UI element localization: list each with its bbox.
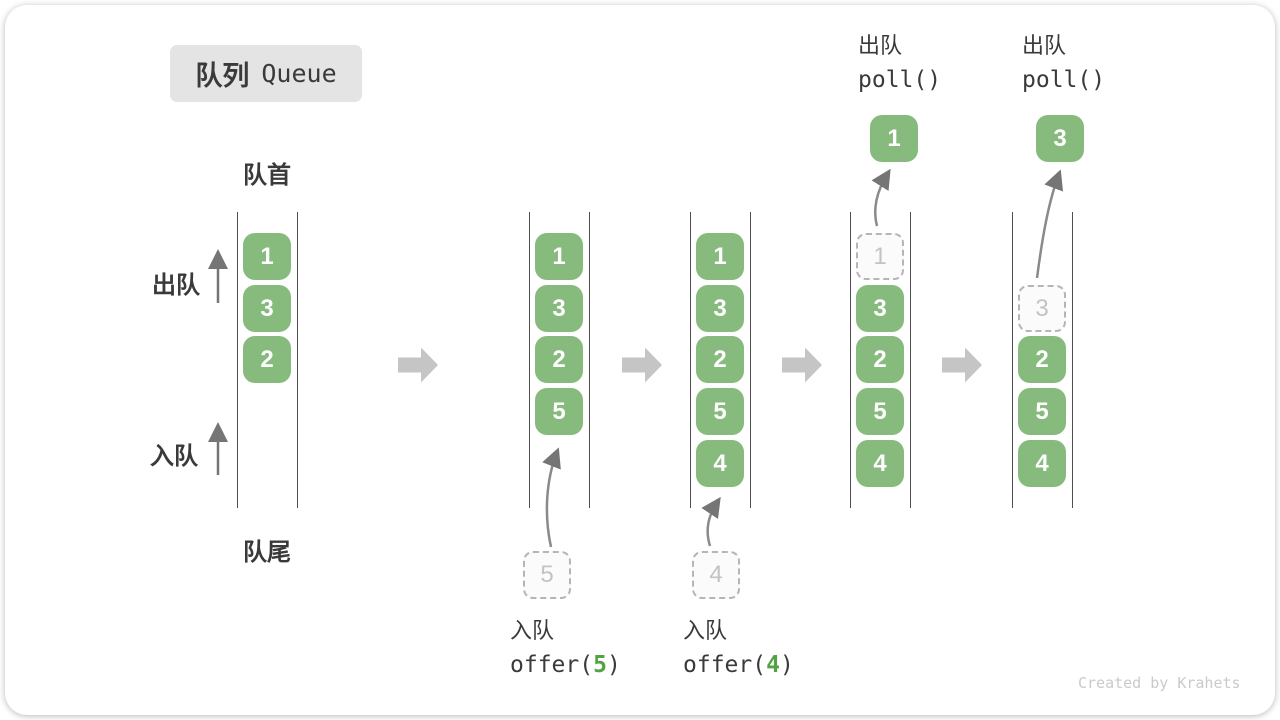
queue-cell: 3 [696,285,744,332]
op-poll-1-label: 出队 [858,33,903,58]
queue-cell: 2 [856,336,904,383]
flow-arrow-icon [782,347,822,383]
title-en: Queue [261,59,337,88]
watermark: Created by Krahets [1078,674,1241,692]
title-zh: 队列 [195,61,250,91]
op-enqueue-4-label: 入队 [683,618,728,643]
label-queue-rear: 队尾 [243,539,291,566]
queue-cell: 3 [856,285,904,332]
incoming-value-box: 5 [523,551,571,599]
queue-state-after-offer-4: 1 3 2 5 4 [690,212,751,508]
outgoing-value-box: 1 [870,115,918,162]
op-poll-2: 出队 poll() [1022,28,1105,98]
incoming-value-box: 4 [692,551,740,599]
label-queue-front: 队首 [243,162,291,189]
queue-cell: 2 [535,336,583,383]
queue-state-after-offer-5: 1 3 2 5 [529,212,590,508]
label-dequeue-side: 出队 [152,272,200,299]
flow-arrow-icon [622,347,662,383]
op-poll-2-code: poll() [1022,67,1106,93]
queue-cell: 5 [1018,388,1066,435]
queue-cell: 5 [535,388,583,435]
queue-cell: 1 [243,233,291,280]
op-enqueue-4: 入队 offer(4) [683,613,794,683]
title-box: 队列 Queue [170,45,362,102]
flow-arrow-icon [398,347,438,383]
queue-cell: 4 [696,440,744,487]
queue-cell: 2 [243,336,291,383]
queue-state-after-poll-1: 1 3 2 5 4 [850,212,911,508]
op-poll-1: 出队 poll() [858,28,941,98]
flow-arrow-icon [942,347,982,383]
queue-cell: 4 [856,440,904,487]
outgoing-value-box: 3 [1036,115,1084,162]
queue-cell: 5 [696,388,744,435]
queue-cell-removed: 3 [1018,285,1066,332]
queue-cell: 1 [696,233,744,280]
queue-state-after-poll-3: 3 2 5 4 [1012,212,1073,508]
queue-cell: 2 [696,336,744,383]
op-enqueue-5-code: offer(5) [510,652,621,678]
queue-cell: 4 [1018,440,1066,487]
queue-cell: 3 [243,285,291,332]
op-enqueue-5-label: 入队 [510,618,555,643]
queue-cell: 1 [535,233,583,280]
queue-cell-removed: 1 [856,233,904,280]
queue-cell: 5 [856,388,904,435]
queue-state-initial: 1 3 2 [237,212,298,508]
op-enqueue-4-code: offer(4) [683,652,794,678]
op-poll-2-label: 出队 [1022,33,1067,58]
queue-cell: 2 [1018,336,1066,383]
label-enqueue-side: 入队 [150,443,198,470]
queue-cell: 3 [535,285,583,332]
op-poll-1-code: poll() [858,67,942,93]
op-enqueue-5: 入队 offer(5) [510,613,621,683]
